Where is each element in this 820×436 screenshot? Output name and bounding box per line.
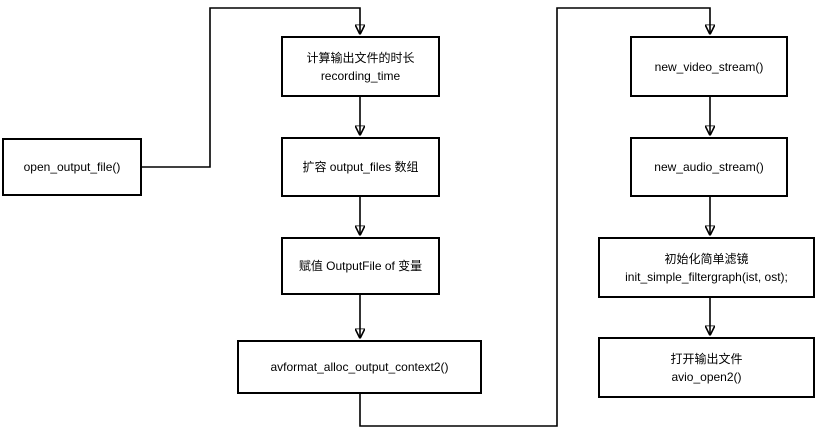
node-label: 初始化简单滤镜 xyxy=(664,251,749,266)
node-label: 计算输出文件的时长 xyxy=(306,50,415,65)
node-avformat-alloc-output-context2: avformat_alloc_output_context2() xyxy=(237,340,482,394)
node-init-simple-filtergraph: 初始化简单滤镜 init_simple_filtergraph(ist, ost… xyxy=(598,237,815,298)
node-recording-time: 计算输出文件的时长 recording_time xyxy=(281,36,440,97)
connector-open-output-file-to-recording-time xyxy=(142,7,360,168)
node-label: 扩容 output_files 数组 xyxy=(302,160,419,174)
node-new-video-stream: new_video_stream() xyxy=(630,36,788,97)
node-label: avio_open2() xyxy=(671,369,742,384)
node-label: 赋值 OutputFile of 变量 xyxy=(298,259,423,273)
connector-avformat-alloc-to-new-video-stream xyxy=(359,7,710,427)
node-label: avformat_alloc_output_context2() xyxy=(270,360,449,374)
node-label: recording_time xyxy=(320,68,401,83)
node-expand-output-files: 扩容 output_files 数组 xyxy=(281,137,440,197)
node-label: init_simple_filtergraph(ist, ost); xyxy=(625,269,788,284)
node-label: new_video_stream() xyxy=(654,59,764,74)
node-label: new_audio_stream() xyxy=(654,160,764,174)
node-avio-open2: 打开输出文件 avio_open2() xyxy=(598,337,815,398)
node-label: open_output_file() xyxy=(23,160,121,174)
node-label: 打开输出文件 xyxy=(670,351,743,366)
node-assign-outputfile: 赋值 OutputFile of 变量 xyxy=(281,237,440,295)
node-open-output-file: open_output_file() xyxy=(2,138,142,196)
node-new-audio-stream: new_audio_stream() xyxy=(630,137,788,197)
